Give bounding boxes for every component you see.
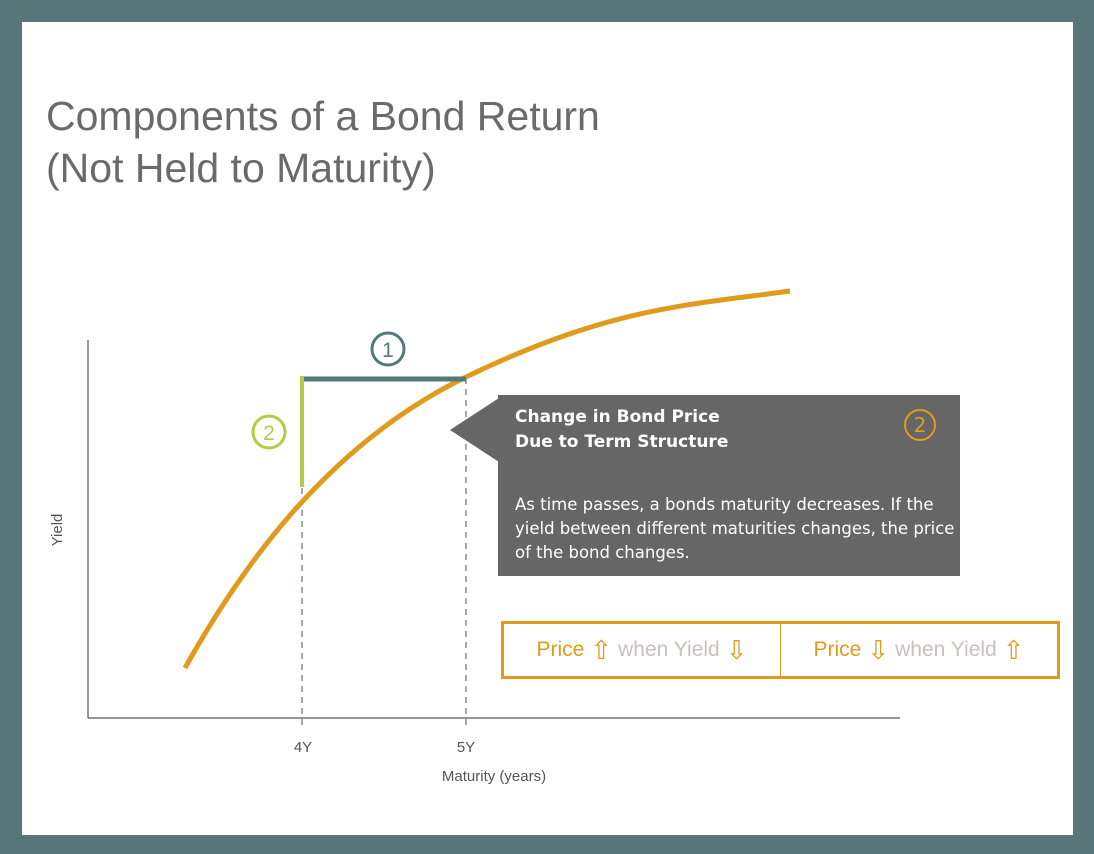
annotation-2-label: 2 xyxy=(263,422,275,445)
price-up-cell: Price ⇧ when Yield ⇩ xyxy=(504,624,780,676)
price-label: Price xyxy=(813,638,862,661)
price-down-cell: Price ⇩ when Yield ⇧ xyxy=(780,624,1057,676)
annotation-1-circle xyxy=(370,331,406,367)
callout-title-line-1: Change in Bond Price xyxy=(515,407,720,427)
x-axis-label: Maturity (years) xyxy=(442,768,546,785)
callout-pointer xyxy=(450,398,499,462)
y-axis-label: Yield xyxy=(49,514,66,547)
when-yield-label: when Yield xyxy=(618,638,720,661)
annotation-1-label: 1 xyxy=(382,339,394,362)
callout-box: Change in Bond Price Due to Term Structu… xyxy=(498,395,960,576)
down-arrow-icon: ⇩ xyxy=(725,634,748,665)
callout-title: Change in Bond Price Due to Term Structu… xyxy=(515,405,728,455)
title-line-2: (Not Held to Maturity) xyxy=(46,145,436,191)
price-yield-box: Price ⇧ when Yield ⇩ Price ⇩ when Yield … xyxy=(501,621,1060,679)
down-arrow-icon: ⇩ xyxy=(867,634,890,665)
price-label: Price xyxy=(536,638,585,661)
callout-number-badge: 2 xyxy=(904,409,936,441)
x-tick-4y: 4Y xyxy=(294,739,312,756)
title-line-1: Components of a Bond Return xyxy=(46,93,600,139)
x-tick-5y: 5Y xyxy=(457,739,475,756)
up-arrow-icon: ⇧ xyxy=(1002,634,1025,665)
up-arrow-icon: ⇧ xyxy=(590,634,613,665)
when-yield-label: when Yield xyxy=(895,638,997,661)
annotation-2-circle xyxy=(251,414,287,450)
slide-title: Components of a Bond Return (Not Held to… xyxy=(46,90,600,194)
callout-title-line-2: Due to Term Structure xyxy=(515,432,729,452)
callout-body: As time passes, a bonds maturity decreas… xyxy=(515,495,955,562)
